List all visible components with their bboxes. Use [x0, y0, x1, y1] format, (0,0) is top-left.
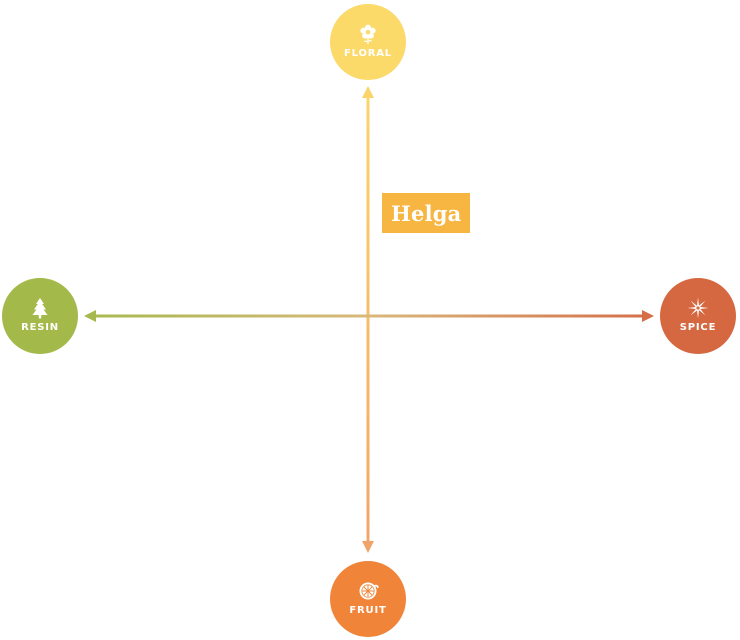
- floral-label: FLORAL: [344, 47, 392, 59]
- arrow-up-icon: [362, 86, 374, 98]
- arrow-left-icon: [84, 310, 96, 322]
- resin-node: RESIN: [2, 278, 78, 354]
- arrow-down-icon: [362, 541, 374, 553]
- citrus-slice-icon: [357, 580, 379, 602]
- star-anise-icon: [687, 297, 709, 319]
- flower-icon: [357, 23, 379, 45]
- profile-name-tag: Helga: [382, 193, 471, 233]
- tree-icon: [29, 297, 51, 319]
- fruit-node: FRUIT: [330, 561, 406, 637]
- spice-node: SPICE: [660, 278, 736, 354]
- floral-node: FLORAL: [330, 4, 406, 80]
- arrow-right-icon: [642, 310, 654, 322]
- spice-label: SPICE: [679, 321, 717, 333]
- resin-label: RESIN: [21, 321, 59, 333]
- fruit-label: FRUIT: [349, 604, 387, 616]
